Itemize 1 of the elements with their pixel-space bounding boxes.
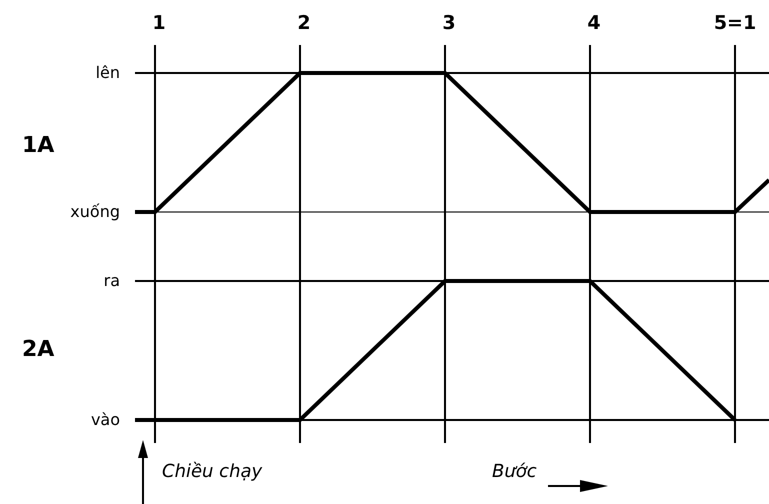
axis-label: Chiều chạy (160, 461, 264, 484)
